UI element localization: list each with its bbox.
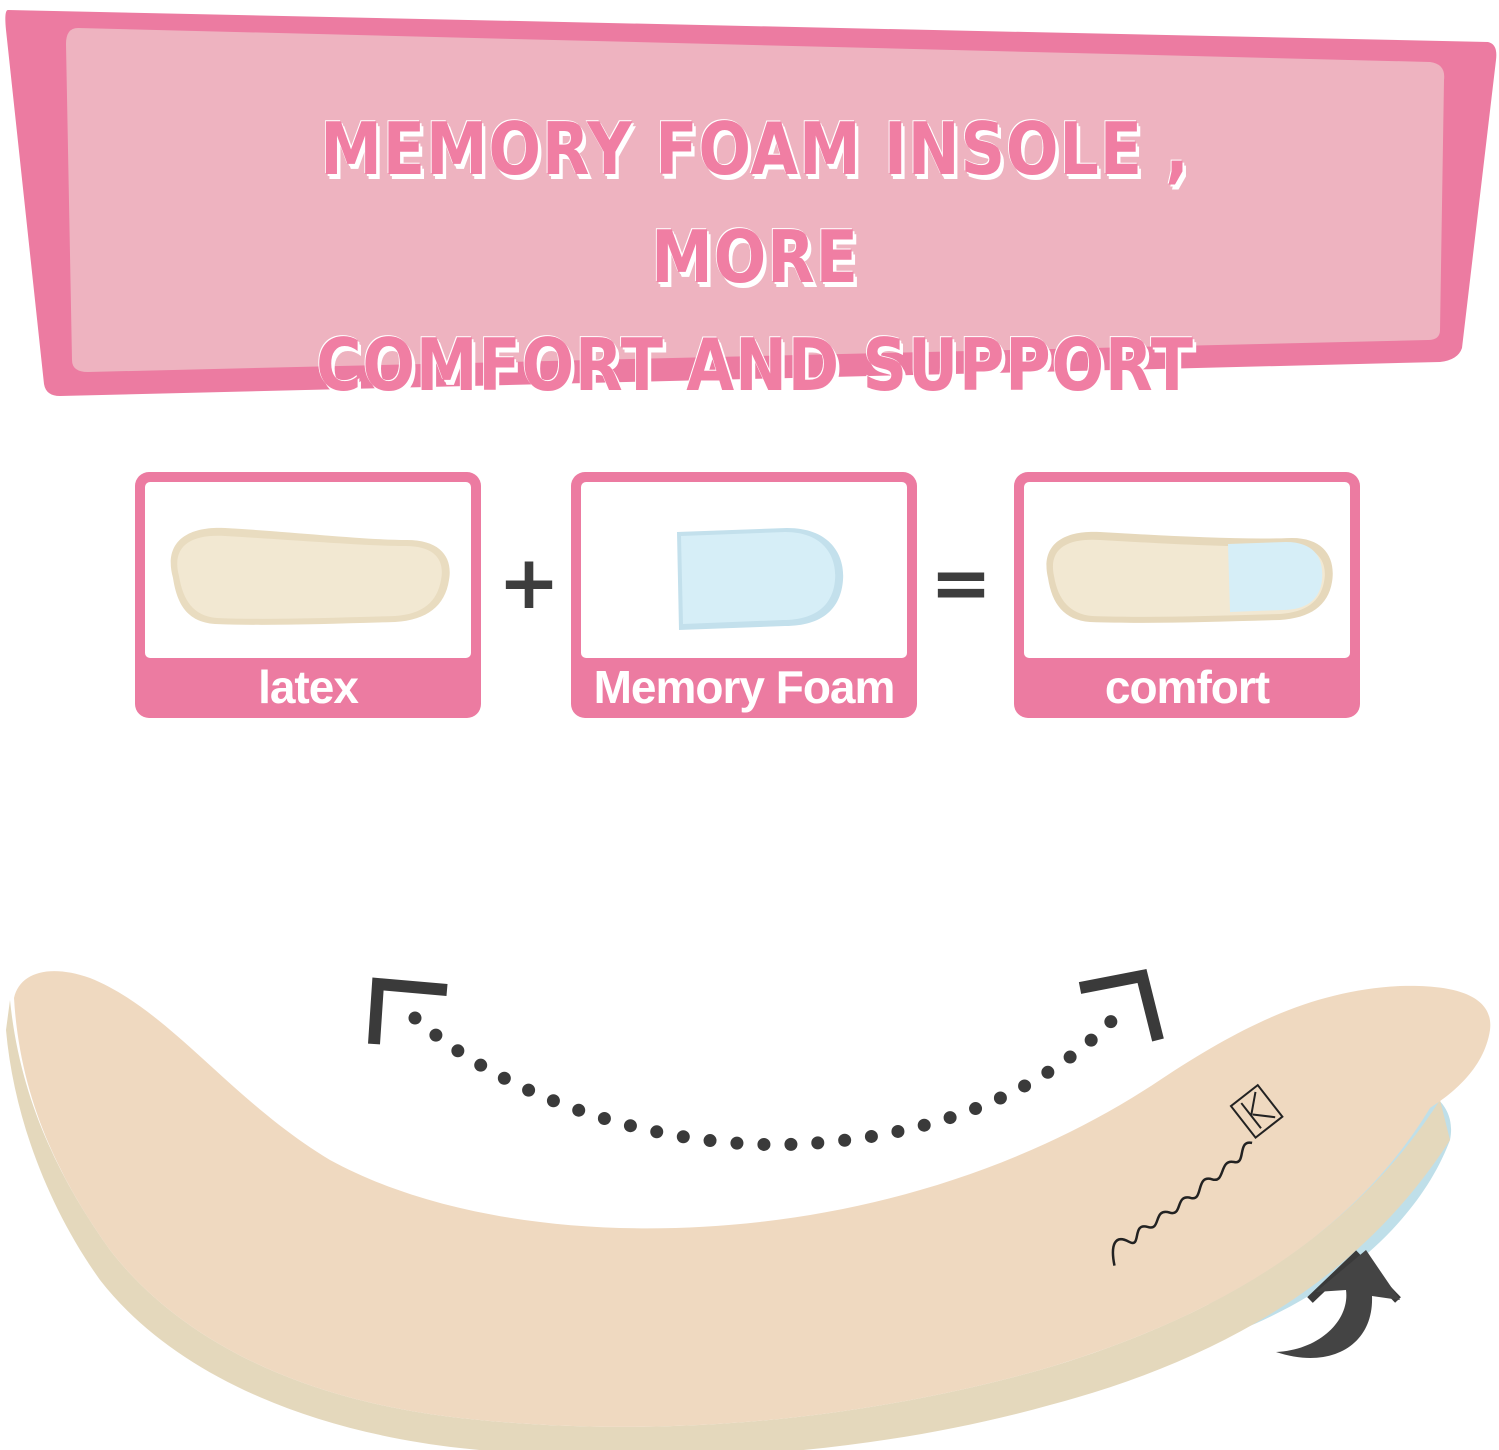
latex-insole-image [170,527,450,625]
lift-up-arrow-icon [1276,1250,1401,1358]
insole-top-surface [14,971,1491,1427]
headline-line-2: COMFORT AND SUPPORT [316,323,1194,407]
flexible-insole-illustration [6,969,1491,1450]
memory-foam-pad-image [677,528,844,630]
komforme-logo [1111,1083,1284,1266]
memory-foam-image-frame [581,482,907,658]
comfort-image-frame [1024,482,1350,658]
comfort-card: comfort [1014,472,1360,718]
latex-label: latex [258,661,359,713]
equals-sign: = [930,540,993,626]
plus-sign: + [498,540,561,626]
memory-foam-card: Memory Foam [571,472,917,718]
comfort-label: comfort [1104,661,1270,713]
headline-line-1: MEMORY FOAM INSOLE , MORE [320,107,1190,299]
banner-shape [5,10,1497,396]
memory-foam-label: Memory Foam [593,661,896,713]
header-banner: MEMORY FOAM INSOLE , MORE COMFORT AND SU… [0,0,1499,410]
latex-card: latex [135,472,481,718]
comfort-insole-image [1046,531,1333,623]
bend-arrow-icon [368,969,1164,1152]
latex-image-frame [145,482,471,658]
headline: MEMORY FOAM INSOLE , MORE COMFORT AND SU… [226,95,1284,419]
